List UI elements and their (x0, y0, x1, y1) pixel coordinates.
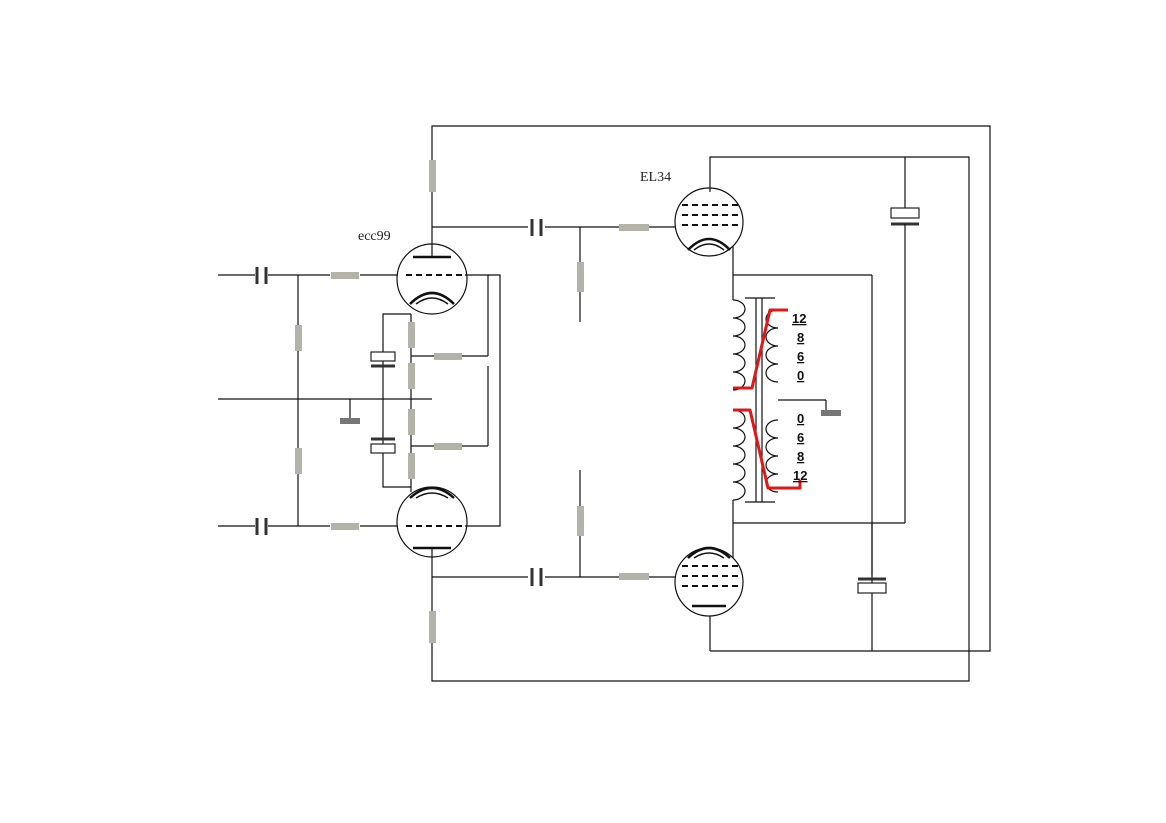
supply-capacitor (857, 582, 887, 594)
tap-label-upper-1: 12 (792, 311, 806, 326)
feedback-wiring (431, 125, 991, 682)
output-transformer: 12 8 6 0 0 6 8 12 (732, 274, 905, 651)
cathode-resistor (408, 322, 415, 348)
tap-label-lower-4: 12 (793, 468, 807, 483)
cathode-resistor (408, 453, 415, 479)
ground-symbol (340, 418, 360, 424)
driver-tube-upper (396, 243, 468, 315)
tap-label-upper-4: 0 (797, 368, 804, 383)
grid-resistor (331, 523, 359, 530)
bypass-capacitor (370, 443, 396, 454)
driver-tube-label: ecc99 (358, 229, 391, 244)
ground-symbol (821, 410, 841, 416)
interstage-coupling (429, 160, 676, 643)
driver-cathode-network (370, 274, 501, 527)
tap-label-lower-3: 8 (797, 449, 804, 464)
driver-tube-lower (396, 486, 468, 560)
output-tube-label: EL34 (640, 170, 671, 185)
feedback-resistor (434, 353, 462, 360)
tap-selector-upper (733, 308, 788, 390)
bias-resistor (577, 506, 584, 536)
feedback-resistor (434, 443, 462, 450)
tap-label-upper-3: 6 (797, 349, 804, 364)
tap-label-lower-1: 0 (797, 411, 804, 426)
bias-resistor (577, 262, 584, 292)
plate-load-resistor (429, 611, 436, 643)
tap-selector-lower (733, 408, 802, 490)
output-tube-lower (674, 523, 744, 651)
output-tube-upper (674, 187, 744, 275)
plate-load-resistor (429, 160, 436, 192)
grid-leak-resistor (295, 448, 302, 474)
cathode-resistor (408, 363, 415, 389)
cathode-resistor (408, 409, 415, 435)
grid-resistor (331, 272, 359, 279)
tap-label-upper-2: 8 (797, 330, 804, 345)
input-section (218, 267, 432, 535)
bypass-capacitor (370, 351, 396, 362)
grid-stopper-resistor (619, 573, 649, 580)
supply-decoupling (857, 157, 920, 594)
tap-label-lower-2: 6 (797, 430, 804, 445)
supply-capacitor (890, 207, 920, 219)
grid-leak-resistor (295, 325, 302, 351)
grid-stopper-resistor (619, 224, 649, 231)
